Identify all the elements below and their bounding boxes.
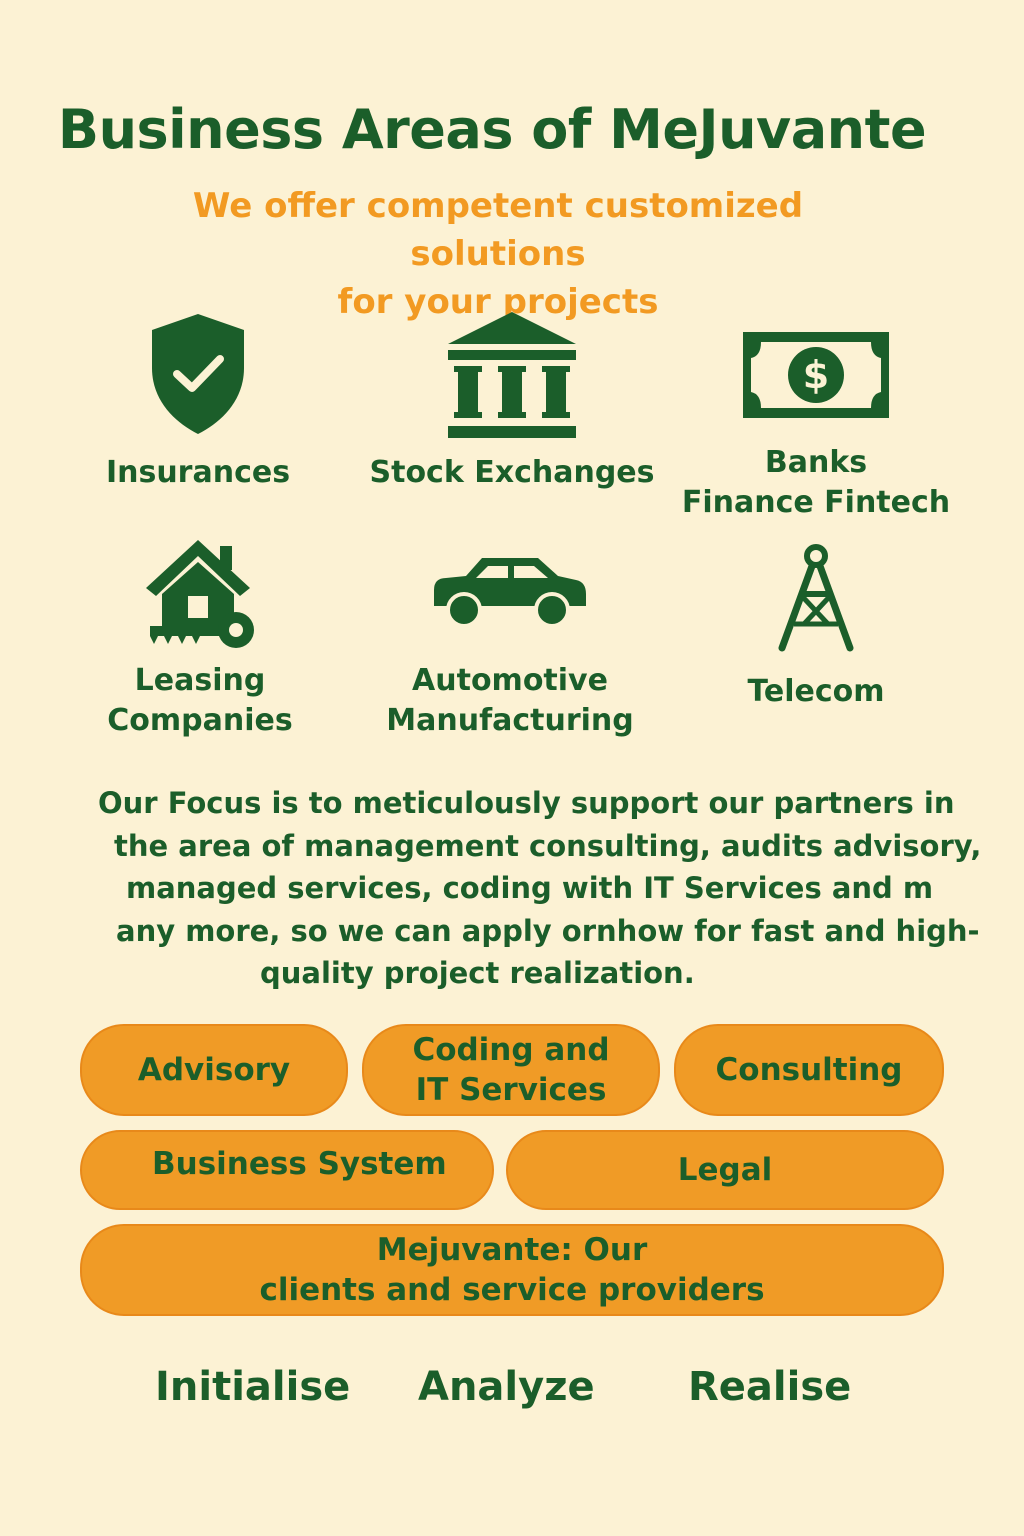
advisory-pill: Advisory bbox=[80, 1024, 348, 1116]
area-label: Insurances bbox=[105, 455, 291, 490]
consulting-pill: Consulting bbox=[674, 1024, 944, 1116]
area-telecom: Telecom bbox=[656, 536, 976, 746]
area-automotive: Automotive Manufacturing bbox=[350, 536, 670, 746]
subtitle-line: for your projects bbox=[337, 282, 659, 322]
car-icon bbox=[350, 554, 670, 634]
focus-line: managed services, coding with IT Service… bbox=[126, 871, 934, 905]
subtitle-line: We offer competent customized solutions bbox=[192, 186, 804, 274]
area-insurances: Insurances bbox=[38, 310, 358, 510]
radio-tower-icon bbox=[656, 544, 976, 654]
focus-line: the area of management consulting, audit… bbox=[114, 828, 982, 863]
banknote-dollar-icon: $ bbox=[656, 330, 976, 420]
area-label: Stock Exchanges bbox=[369, 455, 655, 490]
coding-it-services-pill: Coding and IT Services bbox=[362, 1024, 660, 1116]
area-label: Leasing Companies bbox=[107, 663, 293, 738]
legal-pill: Legal bbox=[506, 1130, 944, 1210]
area-banks: $ Banks Finance Fintech bbox=[656, 310, 976, 530]
focus-paragraph: Our Focus is to meticulously support our… bbox=[90, 782, 982, 995]
focus-line: any more, so we can apply ornhow for fas… bbox=[116, 913, 980, 948]
step-realise: Realise bbox=[688, 1364, 852, 1410]
area-label: Automotive Manufacturing bbox=[386, 663, 634, 738]
page-subtitle: We offer competent customized solutions … bbox=[100, 182, 896, 326]
page-title: Business Areas of MeJuvante bbox=[57, 98, 927, 161]
shield-check-icon bbox=[38, 312, 358, 436]
focus-line: quality project realization. bbox=[260, 956, 695, 990]
step-analyze: Analyze bbox=[418, 1364, 595, 1410]
bank-building-icon bbox=[352, 312, 672, 440]
svg-text:$: $ bbox=[803, 353, 829, 397]
house-key-icon bbox=[40, 538, 360, 654]
area-label: Banks Finance Fintech bbox=[681, 445, 951, 520]
area-leasing: Leasing Companies bbox=[40, 536, 360, 746]
focus-line: Our Focus is to meticulously support our… bbox=[98, 786, 955, 820]
mejuvante-pill: Mejuvante: Our clients and service provi… bbox=[80, 1224, 944, 1316]
area-stock-exchanges: Stock Exchanges bbox=[352, 310, 672, 510]
business-system-pill: Business System bbox=[80, 1130, 494, 1210]
step-initialise: Initialise bbox=[155, 1364, 351, 1410]
area-label: Telecom bbox=[747, 674, 885, 709]
